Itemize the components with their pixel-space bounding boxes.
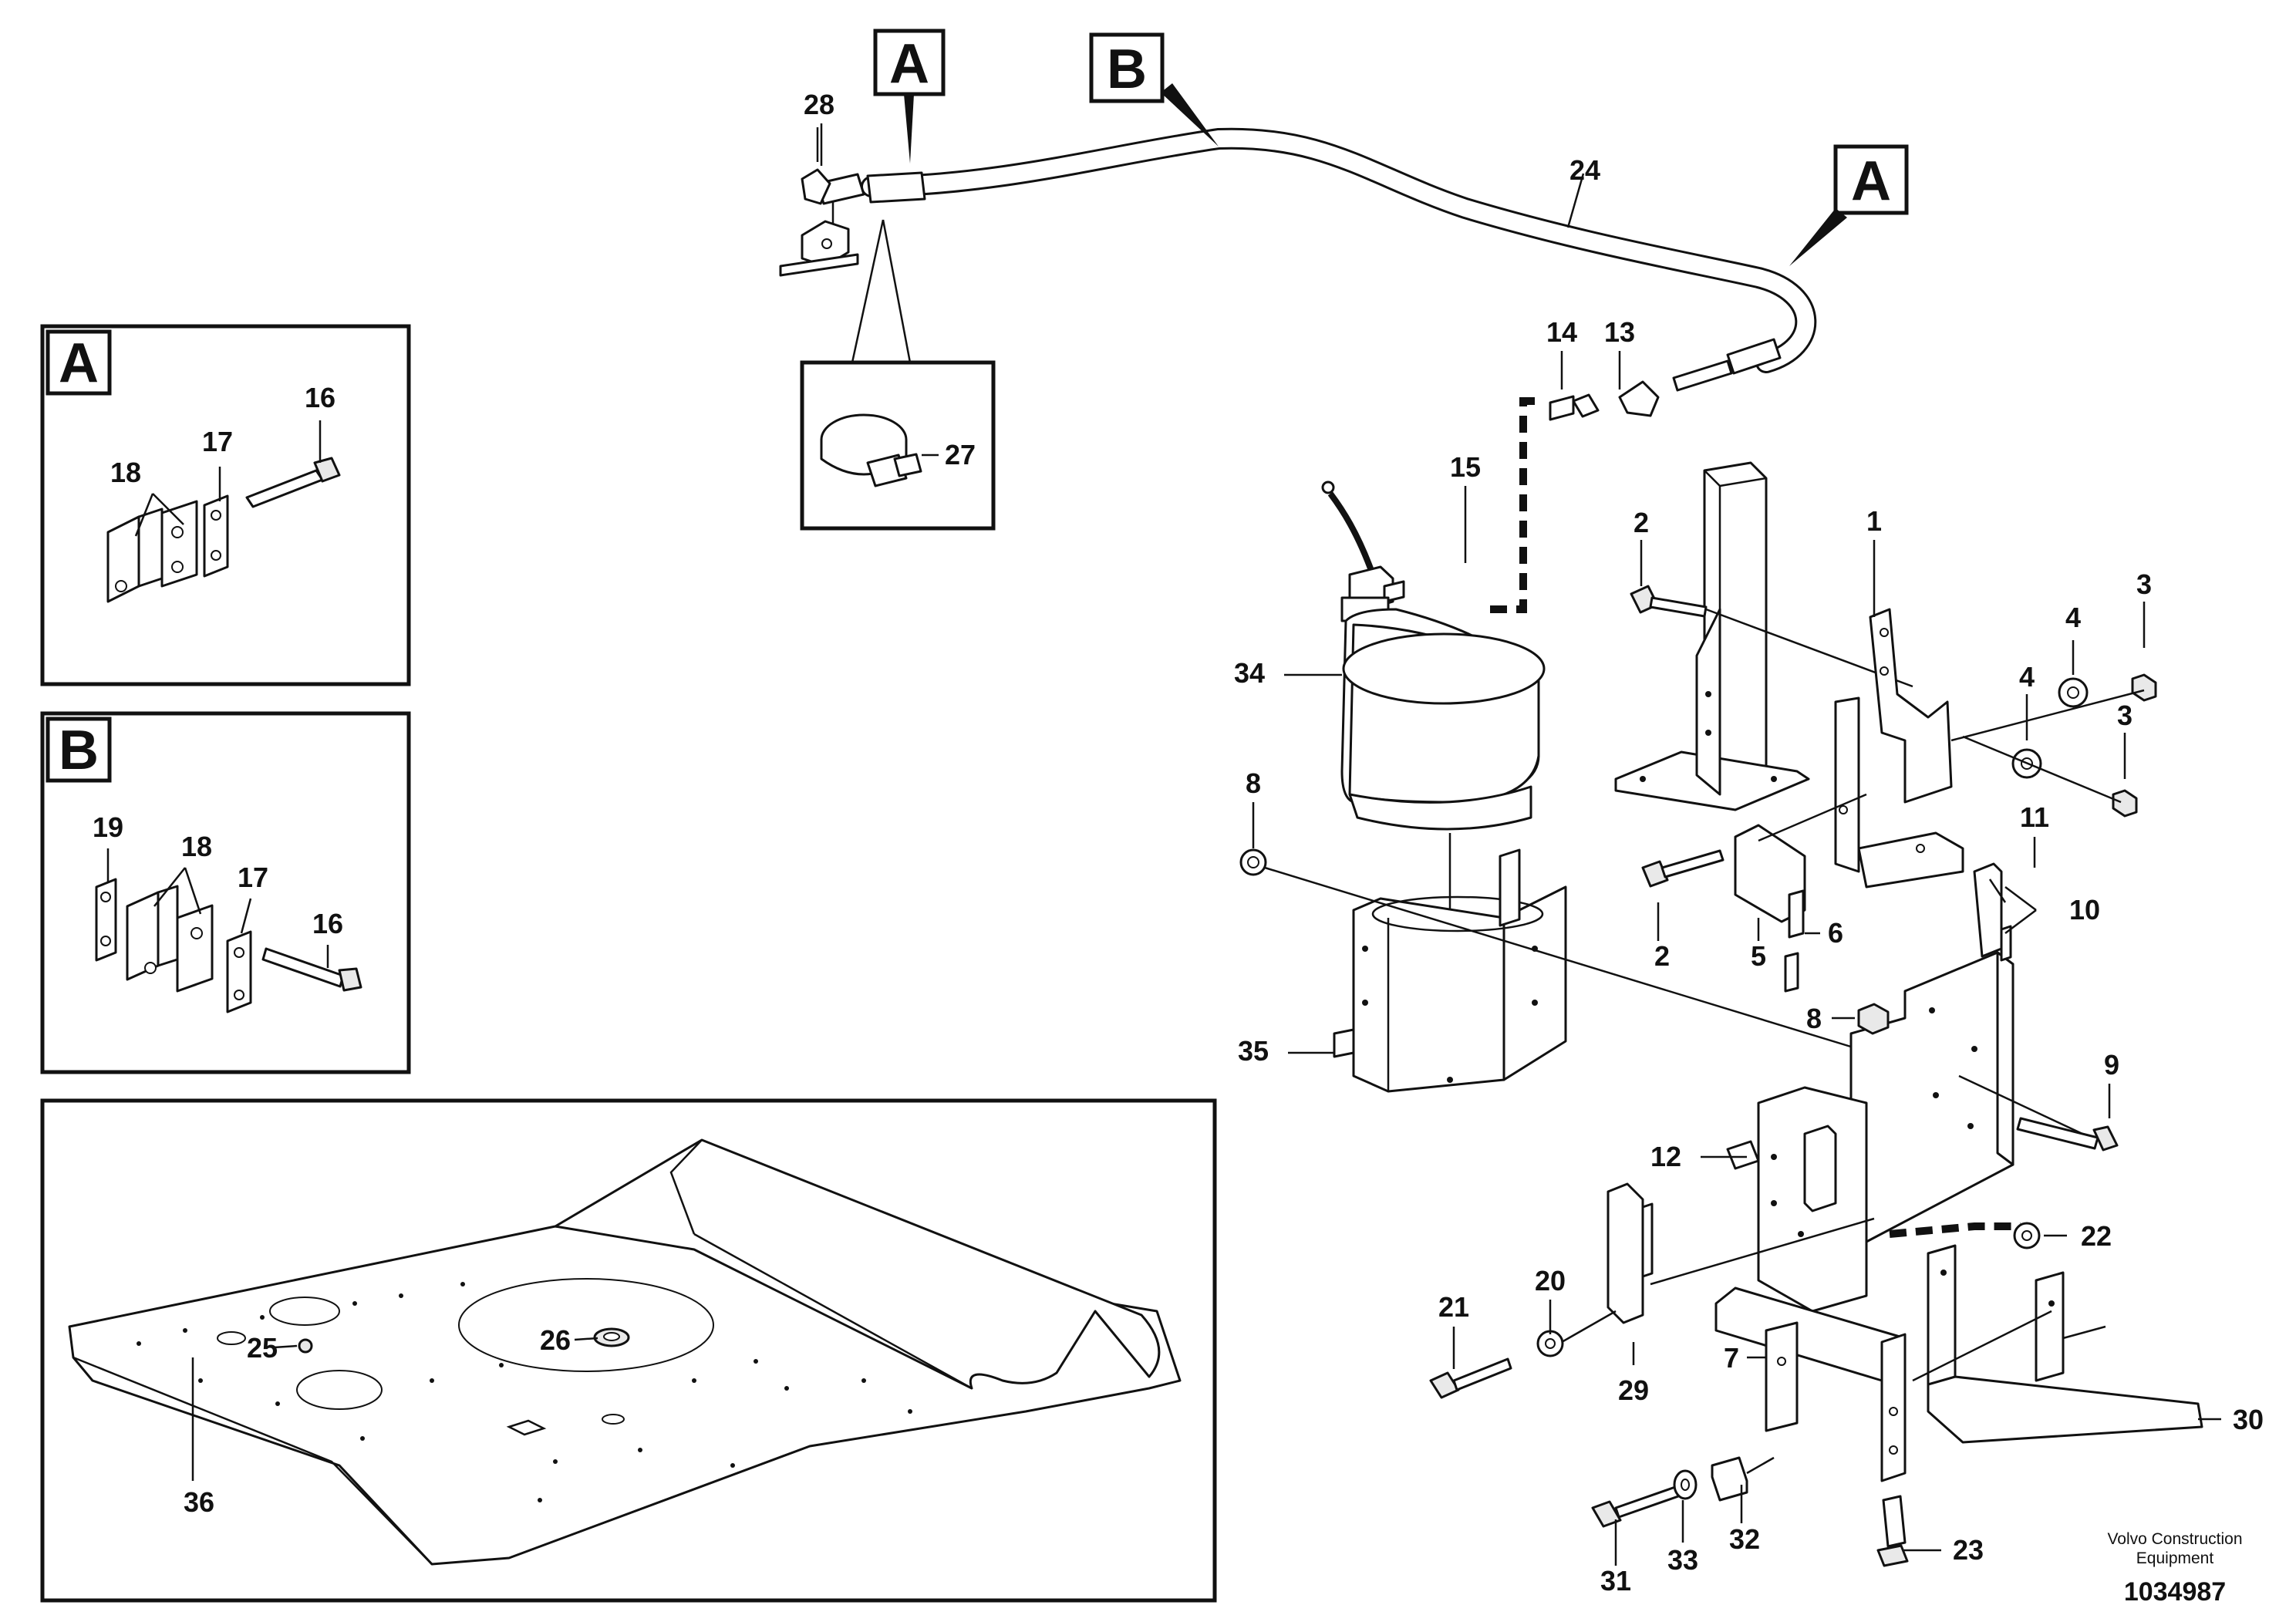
callout-29: 29 xyxy=(1618,1374,1649,1406)
callout-1: 1 xyxy=(1866,505,1882,537)
callout-21: 21 xyxy=(1438,1291,1469,1323)
callout-5: 5 xyxy=(1751,940,1766,972)
callout-18: 18 xyxy=(181,831,212,862)
callout-20: 20 xyxy=(1535,1265,1566,1297)
callout-36: 36 xyxy=(184,1486,214,1518)
callout-17: 17 xyxy=(202,426,233,457)
callout-10: 10 xyxy=(2069,894,2100,926)
callout-11: 11 xyxy=(2020,801,2049,833)
callout-16: 16 xyxy=(305,382,335,413)
callout-7: 7 xyxy=(1724,1342,1739,1374)
callout-3: 3 xyxy=(2117,700,2132,731)
view-marker-b-top: B xyxy=(1107,39,1147,100)
credit-line-1: Volvo Construction xyxy=(2107,1530,2242,1548)
callout-24: 24 xyxy=(1569,154,1600,186)
callout-2: 2 xyxy=(1633,507,1649,538)
credit-line-2: Equipment xyxy=(2136,1549,2214,1567)
detail-box-b: B 19 18 17 16 xyxy=(40,711,411,1074)
callout-8: 8 xyxy=(1806,1003,1822,1034)
callout-34: 34 xyxy=(1234,657,1265,689)
hose-assembly: 28 14 13 24 xyxy=(779,89,1817,613)
callout-35: 35 xyxy=(1238,1035,1269,1067)
callout-22: 22 xyxy=(2081,1220,2112,1252)
callout-4: 4 xyxy=(2065,602,2081,633)
detail-box-a: A 18 17 16 xyxy=(40,324,411,686)
callout-27: 27 xyxy=(945,439,976,470)
callout-13: 13 xyxy=(1604,316,1635,348)
cover-plate-box: 25 26 36 xyxy=(40,1098,1217,1603)
callout-19: 19 xyxy=(93,811,123,843)
callout-32: 32 xyxy=(1729,1523,1760,1555)
callout-12: 12 xyxy=(1650,1141,1681,1172)
plate-holes xyxy=(137,1282,912,1502)
callout-18: 18 xyxy=(110,457,141,488)
callout-14: 14 xyxy=(1546,316,1577,348)
view-marker-a-top: A xyxy=(889,33,929,95)
callout-31: 31 xyxy=(1600,1565,1631,1597)
callout-25: 25 xyxy=(247,1332,278,1364)
callout-28: 28 xyxy=(804,89,834,120)
callout-23: 23 xyxy=(1953,1534,1984,1566)
callout-16: 16 xyxy=(312,908,343,939)
detail-box-b-letter: B xyxy=(59,720,99,781)
upright-bracket-assembly: 2 1 4 3 4 3 2 5 6 xyxy=(1614,461,2157,993)
callout-8: 8 xyxy=(1246,767,1261,799)
callout-33: 33 xyxy=(1667,1544,1698,1576)
callout-26: 26 xyxy=(540,1324,571,1356)
callout-3: 3 xyxy=(2136,568,2152,600)
clamp-detail-27: 27 xyxy=(800,219,996,531)
mounting-plate-assembly: 11 10 8 9 12 22 20 21 29 7 30 23 31 33 3… xyxy=(1429,801,2264,1597)
callout-17: 17 xyxy=(238,862,268,893)
callout-6: 6 xyxy=(1828,917,1843,949)
callout-2: 2 xyxy=(1654,940,1670,972)
view-markers: A B A xyxy=(873,29,1909,266)
detail-box-a-letter: A xyxy=(59,332,99,394)
credit-block: Volvo Construction Equipment 1034987 xyxy=(2107,1530,2242,1607)
callout-15: 15 xyxy=(1450,451,1481,483)
doc-number: 1034987 xyxy=(2124,1577,2226,1607)
callout-30: 30 xyxy=(2233,1404,2264,1435)
accumulator-assembly: 34 35 8 15 xyxy=(1234,451,1910,1093)
callout-9: 9 xyxy=(2104,1049,2119,1081)
callout-4: 4 xyxy=(2019,661,2035,693)
view-marker-a-right: A xyxy=(1851,150,1891,212)
